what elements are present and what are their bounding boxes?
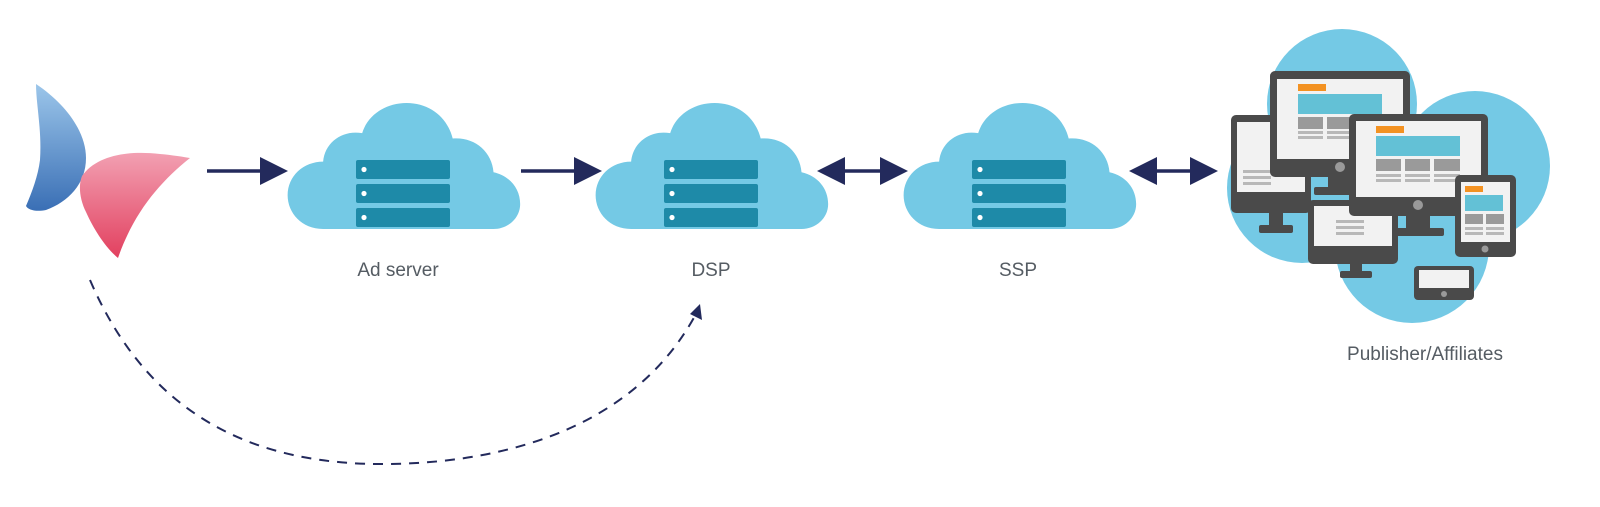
butterfly-logo-icon (26, 84, 190, 258)
dsp-cloud-icon (595, 103, 829, 230)
server-stack-icon (664, 160, 758, 227)
tablet-icon (1455, 175, 1516, 257)
ssp-label: SSP (998, 260, 1038, 281)
dashed-arrow-logo-to-dsp (89, 279, 702, 466)
publisher-devices-icon (1227, 29, 1550, 323)
ad-server-label: Ad server (357, 260, 439, 281)
server-stack-icon (356, 160, 450, 227)
server-stack-icon (972, 160, 1066, 227)
publisher-affiliates-label: Publisher/Affiliates (1347, 344, 1503, 365)
ad-server-cloud-icon (287, 103, 521, 230)
ssp-cloud-icon (903, 103, 1137, 230)
monitor-icon (1270, 71, 1410, 195)
tablet-icon (1414, 266, 1474, 300)
dsp-label: DSP (691, 260, 731, 281)
